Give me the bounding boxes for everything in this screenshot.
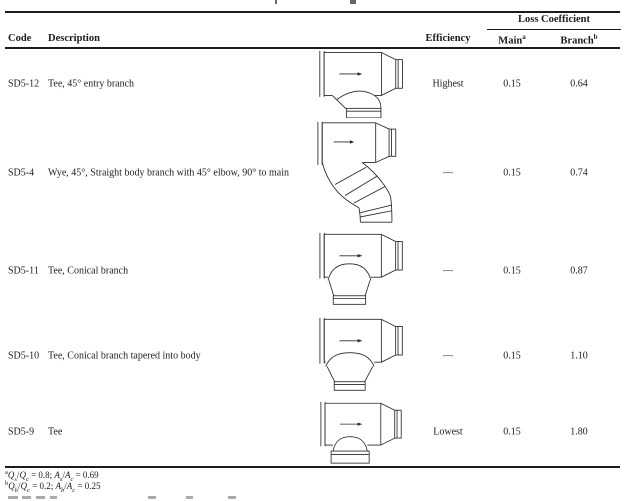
main-loss-coefficient-value: 0.15	[503, 426, 521, 438]
table-top-rule	[5, 11, 620, 13]
wye-45-straight-body-branch-with-elbow-fitting-drawing	[316, 121, 396, 223]
fitting-description: Tee, Conical branch	[48, 265, 129, 276]
equation-value: = 0.25	[75, 481, 101, 491]
fitting-code: SD5-11	[8, 265, 39, 276]
subscript: c	[27, 486, 30, 494]
variable: Q	[19, 470, 26, 480]
subscript: s	[14, 475, 17, 483]
cropped-title-text-fragment	[350, 0, 356, 4]
main-footnote-marker: a	[522, 33, 526, 41]
loss-coefficient-group-header: Loss Coefficient	[517, 14, 591, 25]
footnote-branch-conditions: bQb/Qc = 0.2; Ab/Ac = 0.25	[5, 480, 101, 494]
fitting-description: Wye, 45°, Straight body branch with 45° …	[48, 167, 289, 179]
column-header-code: Code	[8, 33, 32, 44]
subscript: b	[60, 486, 65, 494]
variable: A	[55, 481, 61, 491]
header-bottom-rule	[5, 47, 620, 49]
table-row: SD5-11 Tee, Conical branch — 0.15 0.87	[0, 228, 624, 313]
fitting-description: Tee, Conical branch tapered into body	[48, 350, 201, 361]
column-header-main-label: Main	[498, 35, 523, 47]
fitting-code: SD5-10	[8, 350, 40, 361]
subscript: c	[25, 475, 29, 483]
equation-value: = 0.8;	[28, 470, 55, 480]
fitting-diagram-cell	[304, 228, 412, 313]
table-row: SD5-9 Tee Lowest 0.15 1.80	[0, 398, 624, 466]
subscript: c	[70, 475, 74, 483]
footnote-main-conditions: aQs/Qc = 0.8; As/Ac = 0.69	[5, 469, 99, 483]
subscript: b	[14, 486, 18, 494]
table-bottom-rule	[5, 466, 620, 468]
subscript: c	[72, 486, 76, 494]
main-loss-coefficient-value: 0.15	[503, 265, 521, 276]
fitting-diagram-cell	[304, 49, 412, 118]
variable: Q	[7, 470, 15, 480]
column-header-efficiency: Efficiency	[425, 33, 471, 44]
column-header-main: Maina	[482, 33, 542, 47]
fitting-code: SD5-4	[8, 167, 35, 179]
column-header-branch-label: Branch	[560, 35, 594, 47]
variable: A	[66, 481, 73, 491]
main-loss-coefficient-value: 0.15	[503, 167, 521, 179]
fitting-description: Tee, 45° entry branch	[48, 78, 135, 89]
fitting-diagram-cell	[304, 398, 412, 466]
variable: A	[64, 470, 71, 480]
fitting-code: SD5-9	[8, 426, 35, 438]
footnote-marker: b	[5, 480, 9, 487]
tee-conical-branch-tapered-into-body-fitting-drawing	[319, 317, 403, 391]
cropped-title-text-fragment	[275, 0, 277, 4]
loss-coefficient-group-underline	[487, 29, 621, 30]
fitting-diagram-cell	[304, 313, 412, 398]
cropped-bottom-text-fragment	[228, 496, 236, 499]
equation-value: = 0.69	[73, 470, 99, 480]
cropped-bottom-text-fragment	[186, 496, 193, 499]
main-loss-coefficient-value: 0.15	[503, 78, 521, 89]
efficiency-value: Highest	[432, 78, 464, 89]
variable: Q	[8, 481, 15, 491]
tee-45-entry-branch-fitting-drawing	[318, 51, 403, 118]
table-row: SD5-10 Tee, Conical branch tapered into …	[0, 313, 624, 398]
variable: Q	[20, 481, 28, 491]
branch-footnote-marker: b	[593, 33, 598, 41]
subscript: s	[59, 475, 63, 483]
efficiency-value: Lowest	[433, 426, 463, 438]
footnote-marker: a	[5, 469, 8, 476]
cropped-bottom-text-fragment	[8, 496, 18, 499]
main-loss-coefficient-value: 0.15	[503, 350, 521, 361]
branch-loss-coefficient-value: 0.64	[570, 78, 588, 89]
branch-loss-coefficient-value: 0.87	[570, 265, 588, 276]
operator: /	[64, 481, 67, 491]
fitting-diagram-cell	[304, 118, 412, 228]
table-row: SD5-4 Wye, 45°, Straight body branch wit…	[0, 118, 624, 228]
fitting-description: Tee	[48, 426, 63, 438]
cropped-bottom-text-fragment	[50, 496, 57, 499]
operator: /	[18, 481, 21, 491]
tee-fitting-drawing	[319, 401, 402, 464]
operator: /	[62, 470, 65, 480]
column-header-description: Description	[48, 33, 100, 44]
branch-loss-coefficient-value: 1.80	[570, 426, 588, 438]
efficiency-value: —	[443, 265, 453, 276]
cropped-bottom-text-fragment	[36, 496, 45, 499]
cropped-bottom-text-fragment	[148, 496, 156, 499]
table-row: SD5-12 Tee, 45° entry branch Highest 0.1…	[0, 49, 624, 118]
variable: A	[54, 470, 60, 480]
fitting-code: SD5-12	[8, 78, 40, 89]
operator: /	[16, 470, 20, 480]
branch-loss-coefficient-value: 0.74	[570, 167, 588, 179]
branch-loss-coefficient-value: 1.10	[570, 350, 588, 361]
efficiency-value: —	[443, 350, 453, 361]
equation-value: = 0.2;	[29, 481, 56, 491]
cropped-bottom-text-fragment	[22, 496, 31, 499]
column-header-branch: Branchb	[548, 33, 610, 47]
tee-conical-branch-fitting-drawing	[319, 232, 403, 305]
efficiency-value: —	[443, 167, 453, 179]
